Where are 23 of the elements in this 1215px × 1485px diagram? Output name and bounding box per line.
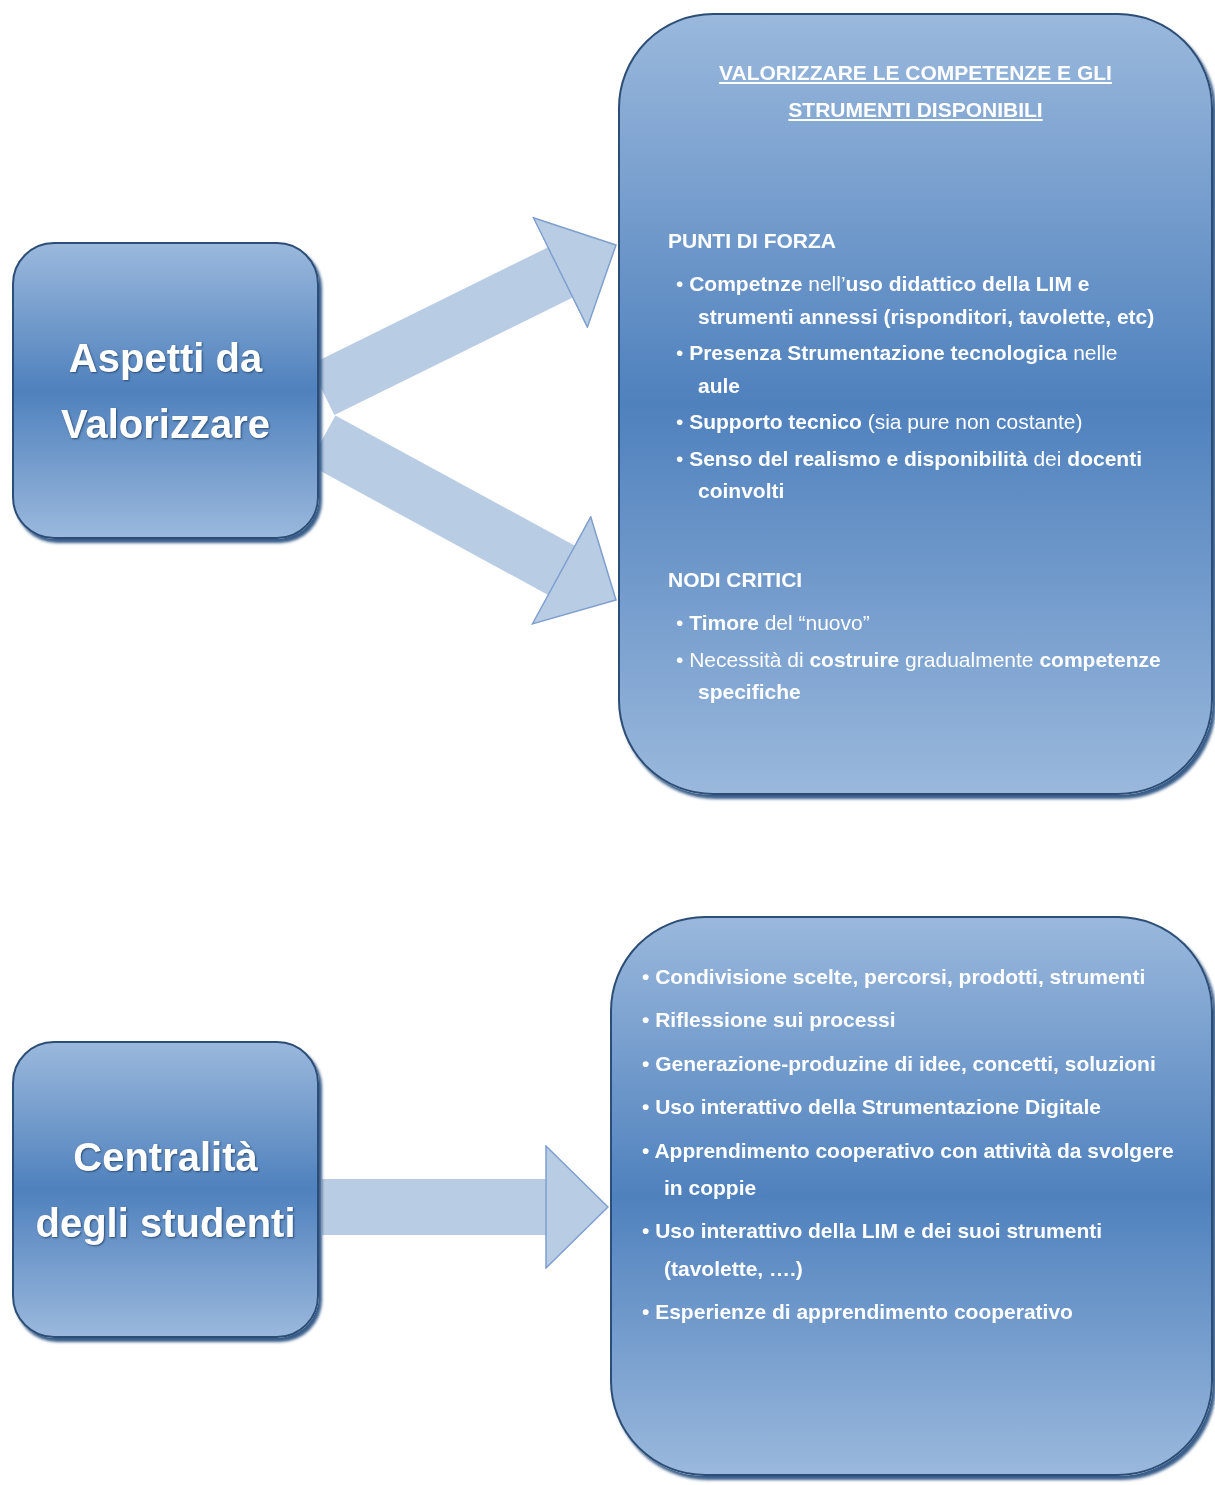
bullet-item: • Apprendimento cooperativo con attività da svolgere in coppie [642,1137,1175,1201]
node-title: Aspetti da Valorizzare [60,334,271,448]
bullet-item: • Condivisione scelte, percorsi, prodotti, strumenti [642,964,1147,990]
section-heading: NODI CRITICI [668,566,804,593]
box-heading: VALORIZZARE LE COMPETENZE E GLI STRUMENTI DISPONIBILI [718,60,1113,123]
bullet-item: • Competnze nell’uso didattico della LIM e strumenti annessi (risponditori, tavolette, etc) [676,271,1156,330]
rounded-box [12,242,319,539]
block-arrow [322,1145,609,1269]
bullet-item: • Esperienze di apprendimento cooperativo [642,1299,1074,1325]
bullet-item: • Senso del realismo e disponibilità dei docenti coinvolti [676,445,1143,505]
bullet-item: • Uso interattivo della LIM e dei suoi strumenti (tavolette, ….) [642,1218,1104,1282]
bullet-item: • Necessità di costruire gradualmente competenze specifiche [676,646,1162,706]
section-heading: PUNTI DI FORZA [668,227,837,254]
rounded-box [618,13,1213,795]
bullet-item: • Riflessione sui processi [642,1007,897,1034]
bullet-item: • Generazione-produzine di idee, concetti, soluzioni [642,1050,1157,1077]
rounded-box [610,916,1213,1476]
rounded-box [12,1041,319,1338]
bullet-item: • Presenza Strumentazione tecnologica nelle aule [676,340,1119,399]
bullet-item: • Supporto tecnico (sia pure non costante) [676,409,1084,436]
bullet-item: • Uso interattivo della Strumentazione Digitale [642,1094,1102,1121]
bullet-item: • Timore del “nuovo” [676,610,871,637]
node-title: Centralità degli studenti [34,1133,297,1247]
